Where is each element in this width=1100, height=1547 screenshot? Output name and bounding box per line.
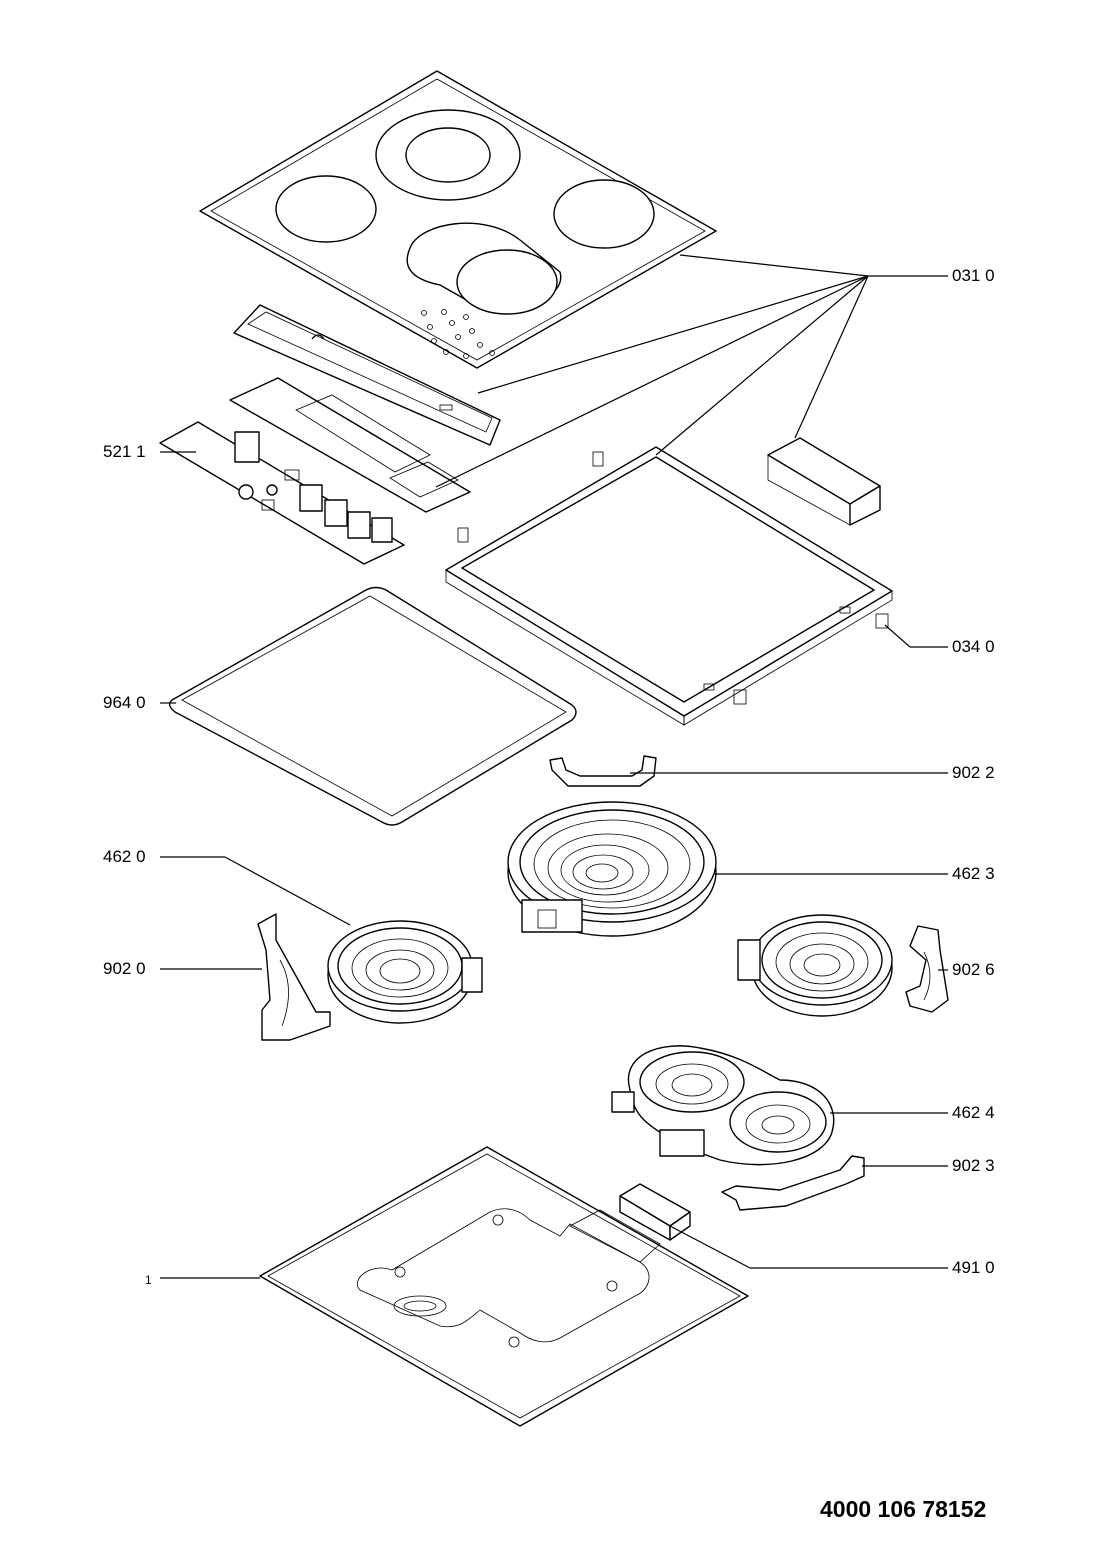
gasket-part [168,586,577,826]
document-number: 4000 106 78152 [820,1496,987,1522]
callout-label-902-3: 902 3 [952,1156,995,1175]
callout-label-462-3: 462 3 [952,864,995,883]
callout-label-1: 1 [145,1273,152,1287]
dual-radiant-heater-462-4-part [611,1045,835,1166]
callout-label-462-4: 462 4 [952,1103,995,1122]
terminal-block-part [619,1183,691,1241]
callout-label-521-1: 521 1 [103,442,146,461]
bracket-902-6-part [905,925,949,1013]
callout-label-034-0: 034 0 [952,637,995,656]
bracket-902-0-part [257,913,331,1041]
glass-cooktop-part [199,70,717,369]
support-frame-part [445,446,893,726]
bracket-902-3-part [721,1155,865,1211]
callout-label-902-6: 902 6 [952,960,995,979]
callout-label-031-0: 031 0 [952,266,995,285]
bracket-902-2-part [549,755,657,787]
control-profile-part [233,304,501,446]
callout-label-902-0: 902 0 [103,959,146,978]
touch-control-dots [421,309,495,359]
side-bracket-part [767,437,881,526]
radiant-heater-462-0-part [327,920,483,1024]
touch-frame-part [229,377,471,513]
control-board-part [159,421,405,565]
callout-label-964-0: 964 0 [103,693,146,712]
callout-label-491-0: 491 0 [952,1258,995,1277]
radiant-heater-462-3-part [507,801,717,937]
callout-label-902-2: 902 2 [952,763,995,782]
bottom-casing-part [259,1146,749,1427]
callout-label-462-0: 462 0 [103,847,146,866]
radiant-heater-462-6-part [737,914,893,1017]
leader-lines [160,254,948,1279]
